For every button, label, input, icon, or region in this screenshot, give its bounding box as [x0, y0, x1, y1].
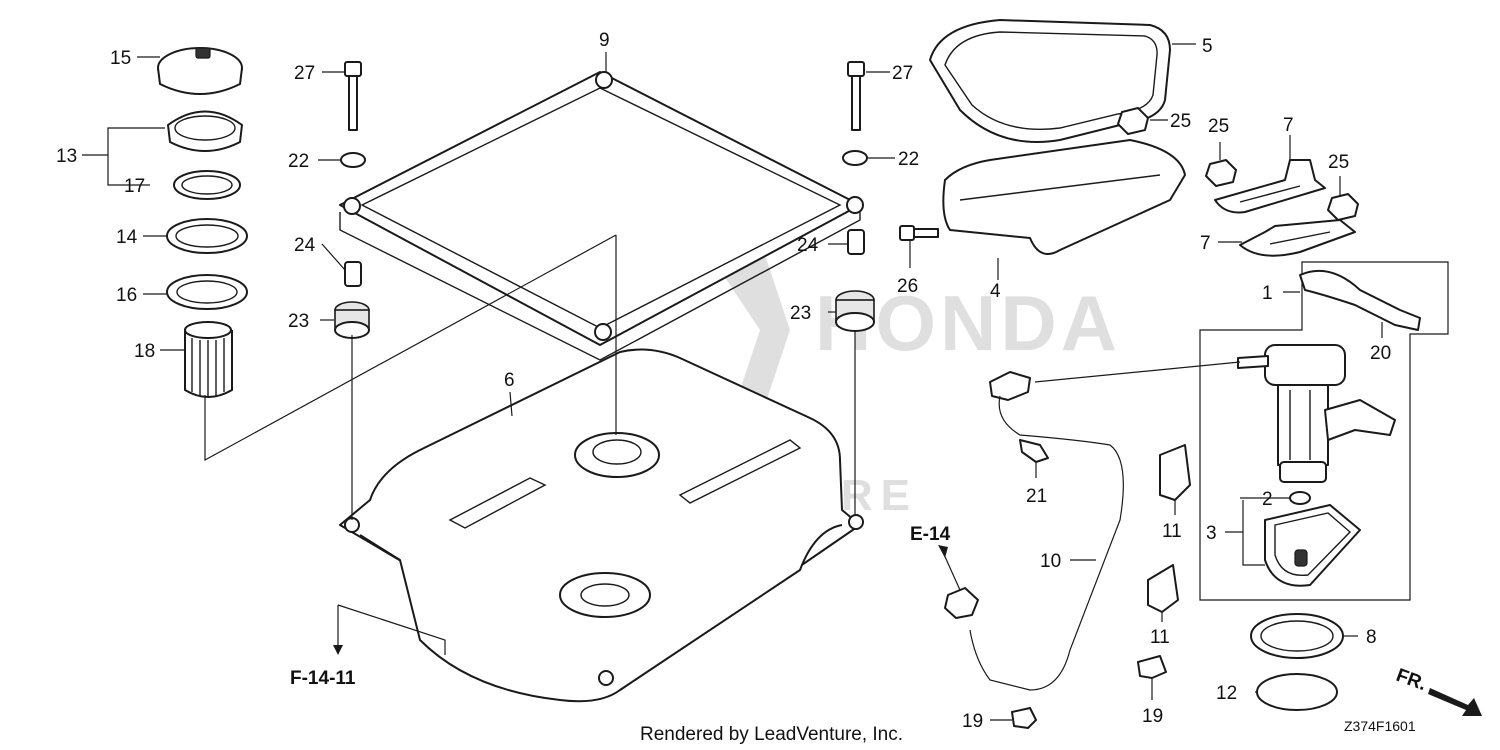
callout-11-lower: 11	[1150, 627, 1170, 648]
callout-10: 10	[1040, 551, 1061, 572]
callout-7-lower: 7	[1200, 233, 1211, 254]
bolt-right-part	[847, 61, 865, 131]
honda-wing-logo	[700, 240, 790, 420]
callout-23-left: 23	[288, 311, 309, 332]
strainer-part	[184, 321, 233, 398]
clip-11-b-part	[1147, 564, 1179, 613]
callout-17: 17	[124, 176, 145, 197]
clip-19-a-part	[1011, 707, 1037, 729]
callout-3: 3	[1206, 523, 1217, 544]
tank-frame-part	[339, 71, 864, 361]
callout-22-left: 22	[288, 151, 309, 172]
seal-plate-part	[929, 19, 1171, 143]
callout-22-right: 22	[898, 149, 919, 170]
callout-8: 8	[1366, 627, 1377, 648]
clip-19-b-part	[1137, 655, 1167, 679]
callout-26: 26	[897, 276, 918, 297]
callout-25-a: 25	[1170, 111, 1191, 132]
fuel-pump-part	[1237, 344, 1396, 483]
collar-right-part	[847, 229, 865, 255]
callout-14: 14	[116, 227, 138, 248]
nut-25-a-part	[1117, 107, 1149, 135]
callout-25-b: 25	[1208, 116, 1229, 137]
pump-assembly-box	[1199, 261, 1449, 601]
cover-part	[942, 139, 1186, 255]
diagram-code: Z374F1601	[1344, 718, 1416, 734]
callout-labels: 1 2 3 4 5 6 7 7 8 9 10 11 11 12 13 14 15…	[56, 30, 1391, 732]
bracket-upper-part	[1214, 159, 1326, 214]
render-credit: Rendered by LeadVenture, Inc.	[640, 724, 903, 745]
callout-11-upper: 11	[1162, 521, 1182, 542]
bolt-left-part	[344, 61, 362, 131]
washer-right-part	[842, 150, 868, 166]
fuel-tank-part	[339, 348, 864, 703]
callout-24-left: 24	[294, 235, 316, 256]
front-direction-label: FR.	[1393, 665, 1429, 695]
callout-1: 1	[1262, 283, 1273, 304]
seal-16-part	[166, 274, 248, 310]
o-ring-part	[1289, 491, 1311, 505]
callout-21: 21	[1026, 486, 1047, 507]
ring-14-part	[166, 218, 248, 254]
o-ring-12-part	[1256, 673, 1338, 711]
cap-assembly-part	[167, 110, 243, 152]
clip-21-part	[1019, 439, 1049, 463]
callout-2: 2	[1262, 489, 1273, 510]
washer-left-part	[340, 152, 366, 168]
callout-27-right: 27	[892, 63, 913, 84]
fuel-hose-part	[1299, 269, 1421, 331]
callout-25-c: 25	[1328, 152, 1349, 173]
callout-6: 6	[504, 370, 515, 391]
callout-19-right: 19	[1142, 706, 1163, 727]
callout-15: 15	[110, 48, 131, 69]
callout-20: 20	[1370, 343, 1391, 364]
wire-harness-part	[944, 371, 1124, 691]
callout-12: 12	[1216, 683, 1237, 704]
leader-lines	[82, 43, 1383, 721]
callout-18: 18	[134, 341, 155, 362]
callout-5: 5	[1202, 36, 1213, 57]
reference-f1411: F-14-11	[290, 668, 356, 689]
nut-25-b-part	[1205, 159, 1237, 187]
callout-4: 4	[990, 281, 1001, 302]
callout-9: 9	[599, 30, 610, 51]
callout-13: 13	[56, 146, 77, 167]
reference-e14: E-14	[910, 524, 951, 545]
filter-part	[1264, 504, 1361, 587]
callout-19-left: 19	[962, 711, 983, 732]
callout-27-left: 27	[294, 63, 315, 84]
nut-25-c-part	[1327, 193, 1359, 221]
ring-17-part	[173, 170, 241, 200]
grommet-right-part	[835, 290, 875, 332]
callout-23-right: 23	[790, 303, 811, 324]
callout-16: 16	[116, 285, 137, 306]
clip-11-a-part	[1159, 444, 1191, 501]
front-arrow: FR.	[1393, 665, 1482, 716]
callout-24-right: 24	[797, 235, 819, 256]
bracket-lower-part	[1239, 219, 1356, 257]
fuel-cap-part	[157, 47, 243, 95]
flange-bolt-part	[899, 225, 939, 241]
collar-left-part	[344, 261, 362, 287]
callout-7-upper: 7	[1283, 115, 1294, 136]
grommet-left-part	[334, 301, 370, 339]
ring-8-part	[1250, 613, 1344, 659]
